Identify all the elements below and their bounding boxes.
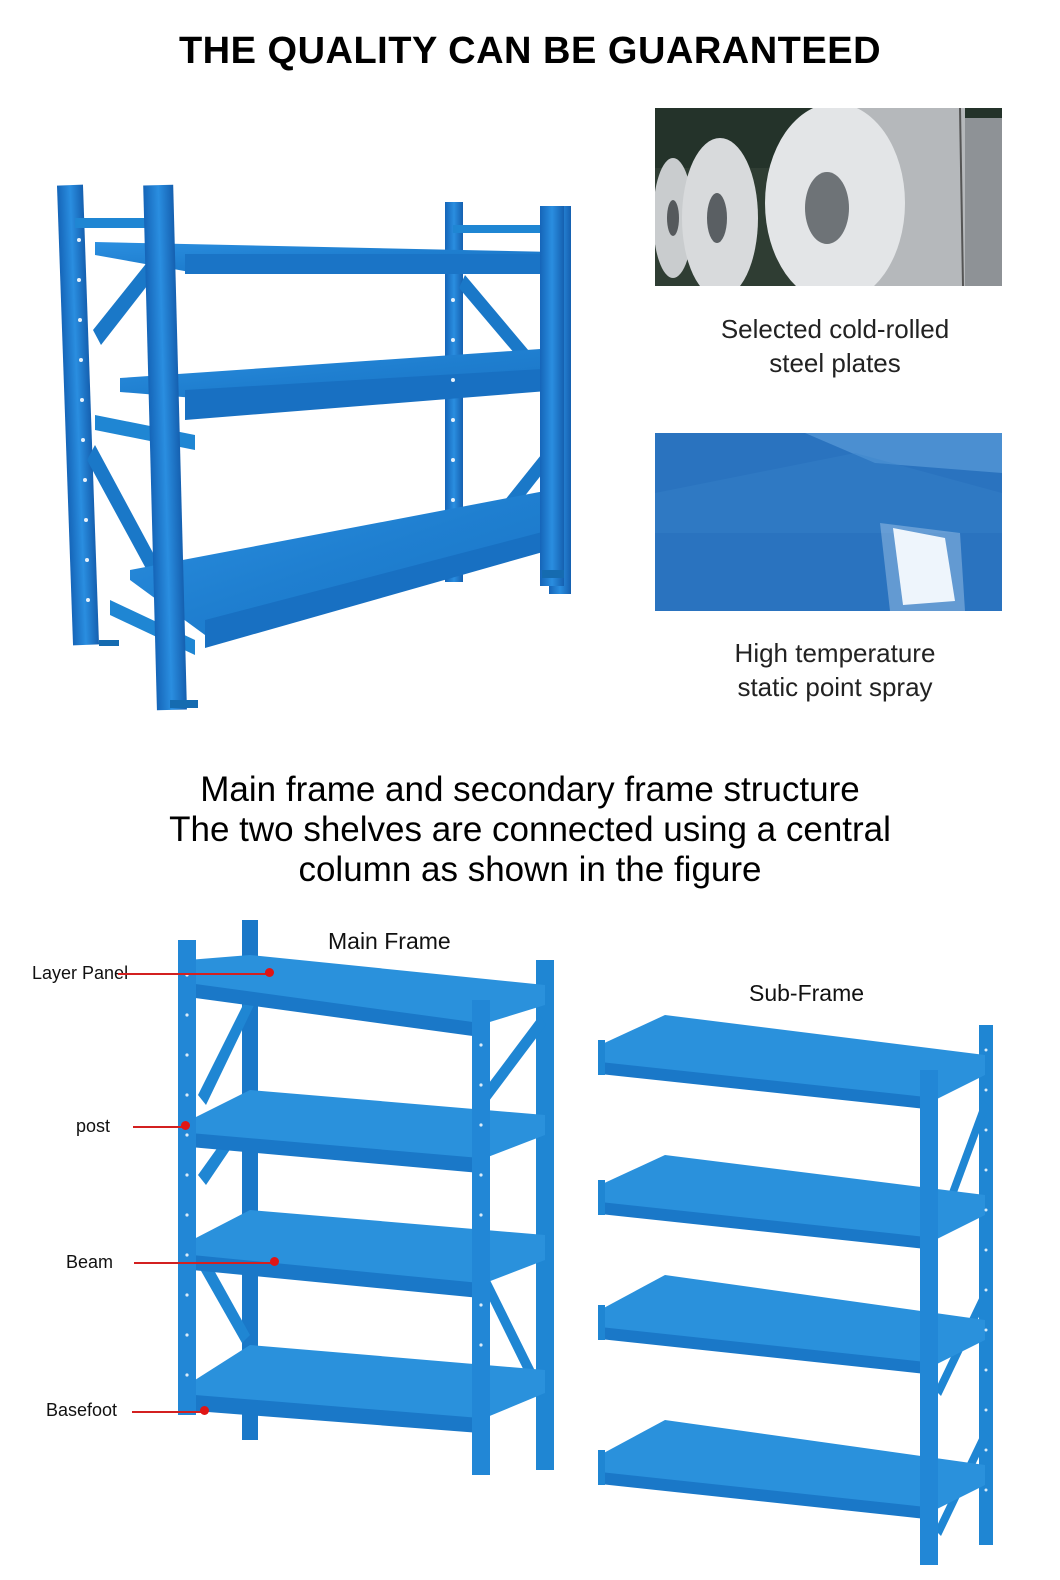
post-leader-line <box>133 1126 185 1128</box>
beam-leader-line <box>134 1262 274 1264</box>
page-title: THE QUALITY CAN BE GUARANTEED <box>178 30 882 72</box>
hero-rack-image <box>55 180 585 720</box>
structure-line-1: Main frame and secondary frame structure <box>200 770 860 809</box>
sub-frame-image <box>595 1010 1000 1570</box>
caption-line: Selected cold-rolled <box>720 314 950 344</box>
steel-coil-photo <box>655 108 1002 286</box>
structure-heading: Main frame and secondary frame structure… <box>0 770 1060 890</box>
basefoot-label: Basefoot <box>46 1400 118 1420</box>
post-marker-dot <box>181 1121 190 1130</box>
structure-line-2: The two shelves are connected using a ce… <box>169 810 891 849</box>
main-frame-rack-icon <box>178 920 554 1475</box>
basefoot-marker-dot <box>200 1406 209 1415</box>
blue-coating-photo <box>655 433 1002 611</box>
sub-frame-rack-icon <box>598 1015 993 1565</box>
caption-line: High temperature <box>734 638 936 668</box>
steel-coil-caption: Selected cold-rolled steel plates <box>655 312 1015 380</box>
structure-line-3: column as shown in the figure <box>298 850 762 889</box>
caption-line: static point spray <box>737 672 933 702</box>
main-frame-label: Main Frame <box>328 928 451 954</box>
main-frame-image <box>170 915 560 1480</box>
sub-frame-label: Sub-Frame <box>749 980 865 1006</box>
beam-label: Beam <box>66 1252 114 1272</box>
basefoot-leader-line <box>132 1411 204 1413</box>
layer-panel-label: Layer Panel <box>32 963 129 983</box>
caption-line: steel plates <box>769 348 901 378</box>
layer-panel-leader-line <box>118 973 268 975</box>
layer-panel-marker-dot <box>265 968 274 977</box>
beam-marker-dot <box>270 1257 279 1266</box>
coating-caption: High temperature static point spray <box>655 636 1015 704</box>
shelving-rack-icon <box>56 184 571 711</box>
post-label: post <box>76 1116 111 1136</box>
